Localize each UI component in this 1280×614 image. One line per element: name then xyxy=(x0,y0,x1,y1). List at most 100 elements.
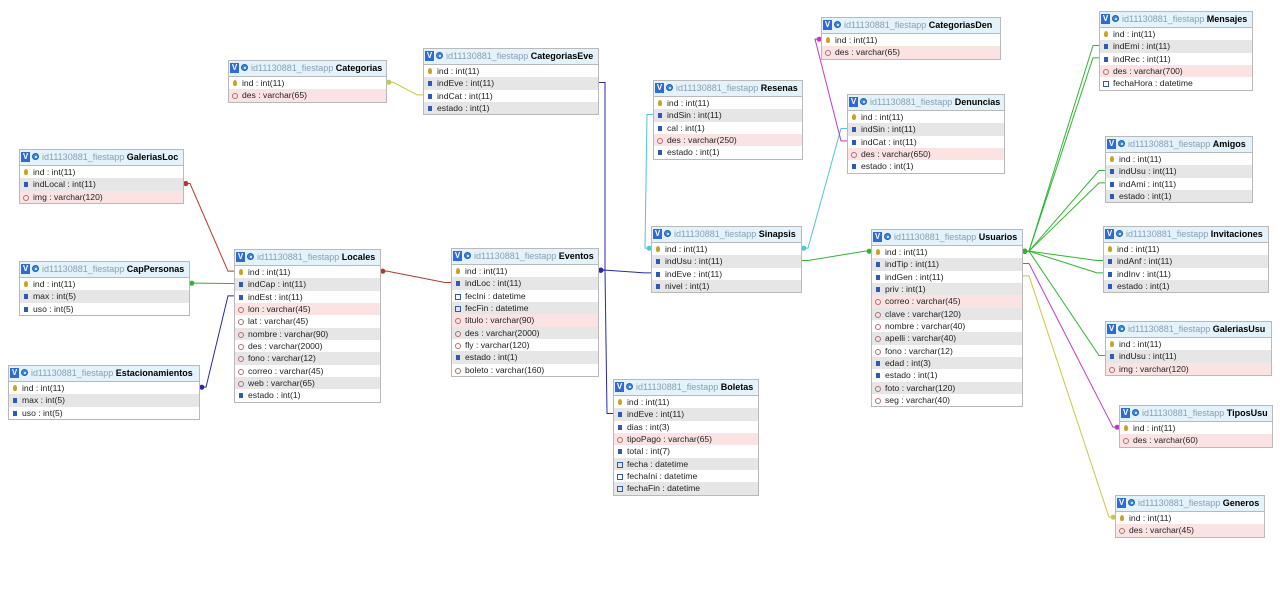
column-row[interactable]: correo : varchar(45) xyxy=(235,365,380,377)
column-row[interactable]: ind : int(11) xyxy=(652,243,801,255)
column-row[interactable]: total : int(7) xyxy=(614,445,758,457)
column-row[interactable]: indSin : int(11) xyxy=(654,109,802,122)
column-row[interactable]: ind : int(11) xyxy=(452,265,598,277)
table-options-icon[interactable] xyxy=(1112,15,1119,22)
column-row[interactable]: clave : varchar(120) xyxy=(872,307,1022,321)
column-row[interactable]: fono : varchar(12) xyxy=(235,352,380,365)
column-row[interactable]: estado : int(1) xyxy=(235,389,380,401)
column-row[interactable]: estado : int(1) xyxy=(1104,280,1268,293)
column-row[interactable]: lat : varchar(45) xyxy=(235,315,380,327)
column-row[interactable]: des : varchar(65) xyxy=(822,46,1000,59)
column-row[interactable]: des : varchar(45) xyxy=(1116,524,1264,537)
column-row[interactable]: des : varchar(2000) xyxy=(452,326,598,340)
column-row[interactable]: ind : int(11) xyxy=(424,65,598,77)
column-row[interactable]: ind : int(11) xyxy=(848,111,1004,123)
column-row[interactable]: ind : int(11) xyxy=(1120,422,1272,434)
column-row[interactable]: estado : int(1) xyxy=(848,160,1004,172)
collapse-toggle-icon[interactable]: V xyxy=(873,232,882,242)
column-row[interactable]: ind : int(11) xyxy=(9,382,199,394)
column-row[interactable]: uso : int(5) xyxy=(20,303,189,315)
table-options-icon[interactable] xyxy=(21,369,28,376)
column-row[interactable]: estado : int(1) xyxy=(424,102,598,115)
column-row[interactable]: nombre : varchar(40) xyxy=(872,320,1022,332)
column-row[interactable]: indAnf : int(11) xyxy=(1104,255,1268,268)
collapse-toggle-icon[interactable]: V xyxy=(1117,498,1126,508)
column-row[interactable]: indGen : int(11) xyxy=(872,271,1022,283)
column-row[interactable]: indTip : int(11) xyxy=(872,258,1022,271)
table-options-icon[interactable] xyxy=(436,52,443,59)
column-row[interactable]: estado : int(1) xyxy=(1106,190,1252,203)
column-row[interactable]: des : varchar(60) xyxy=(1120,434,1272,447)
column-row[interactable]: indCat : int(11) xyxy=(424,90,598,102)
column-row[interactable]: indAmi : int(11) xyxy=(1106,178,1252,190)
table-options-icon[interactable] xyxy=(1118,140,1125,147)
collapse-toggle-icon[interactable]: V xyxy=(1105,229,1114,239)
column-row[interactable]: fecIni : datetime xyxy=(452,290,598,302)
collapse-toggle-icon[interactable]: V xyxy=(615,382,624,392)
collapse-toggle-icon[interactable]: V xyxy=(21,152,30,162)
column-row[interactable]: ind : int(11) xyxy=(654,97,802,109)
table-options-icon[interactable] xyxy=(626,383,633,390)
collapse-toggle-icon[interactable]: V xyxy=(823,20,832,30)
collapse-toggle-icon[interactable]: V xyxy=(21,264,30,274)
collapse-toggle-icon[interactable]: V xyxy=(230,63,239,73)
table-options-icon[interactable] xyxy=(1118,325,1125,332)
column-row[interactable]: indEmi : int(11) xyxy=(1100,40,1252,53)
column-row[interactable]: fecha : datetime xyxy=(614,457,758,471)
table-options-icon[interactable] xyxy=(666,84,673,91)
column-row[interactable]: boleto : varchar(160) xyxy=(452,364,598,376)
column-row[interactable]: apelli : varchar(40) xyxy=(872,332,1022,345)
column-row[interactable]: indEve : int(11) xyxy=(424,77,598,90)
column-row[interactable]: titulo : varchar(90) xyxy=(452,314,598,327)
table-options-icon[interactable] xyxy=(32,265,39,272)
collapse-toggle-icon[interactable]: V xyxy=(655,83,664,93)
column-row[interactable]: des : varchar(65) xyxy=(229,89,386,102)
column-row[interactable]: edad : int(3) xyxy=(872,357,1022,370)
column-row[interactable]: indUsu : int(11) xyxy=(1106,165,1252,178)
table-options-icon[interactable] xyxy=(241,64,248,71)
collapse-toggle-icon[interactable]: V xyxy=(653,229,662,239)
column-row[interactable]: tipoPago : varchar(65) xyxy=(614,433,758,446)
column-row[interactable]: ind : int(11) xyxy=(614,396,758,408)
column-row[interactable]: correo : varchar(45) xyxy=(872,295,1022,308)
column-row[interactable]: ind : int(11) xyxy=(235,266,380,278)
collapse-toggle-icon[interactable]: V xyxy=(425,51,434,61)
column-row[interactable]: indEve : int(11) xyxy=(614,408,758,421)
column-row[interactable]: indEst : int(11) xyxy=(235,291,380,303)
table-options-icon[interactable] xyxy=(1116,230,1123,237)
column-row[interactable]: max : int(5) xyxy=(9,394,199,407)
column-row[interactable]: des : varchar(250) xyxy=(654,134,802,147)
collapse-toggle-icon[interactable]: V xyxy=(236,252,245,262)
collapse-toggle-icon[interactable]: V xyxy=(10,368,19,378)
column-row[interactable]: ind : int(11) xyxy=(1116,512,1264,524)
column-row[interactable]: indCap : int(11) xyxy=(235,278,380,291)
table-options-icon[interactable] xyxy=(464,252,471,259)
column-row[interactable]: max : int(5) xyxy=(20,290,189,303)
column-row[interactable]: uso : int(5) xyxy=(9,407,199,419)
column-row[interactable]: nombre : varchar(90) xyxy=(235,327,380,341)
column-row[interactable]: lon : varchar(45) xyxy=(235,303,380,316)
table-options-icon[interactable] xyxy=(1128,499,1135,506)
column-row[interactable]: estado : int(1) xyxy=(452,351,598,364)
column-row[interactable]: dias : int(3) xyxy=(614,421,758,433)
